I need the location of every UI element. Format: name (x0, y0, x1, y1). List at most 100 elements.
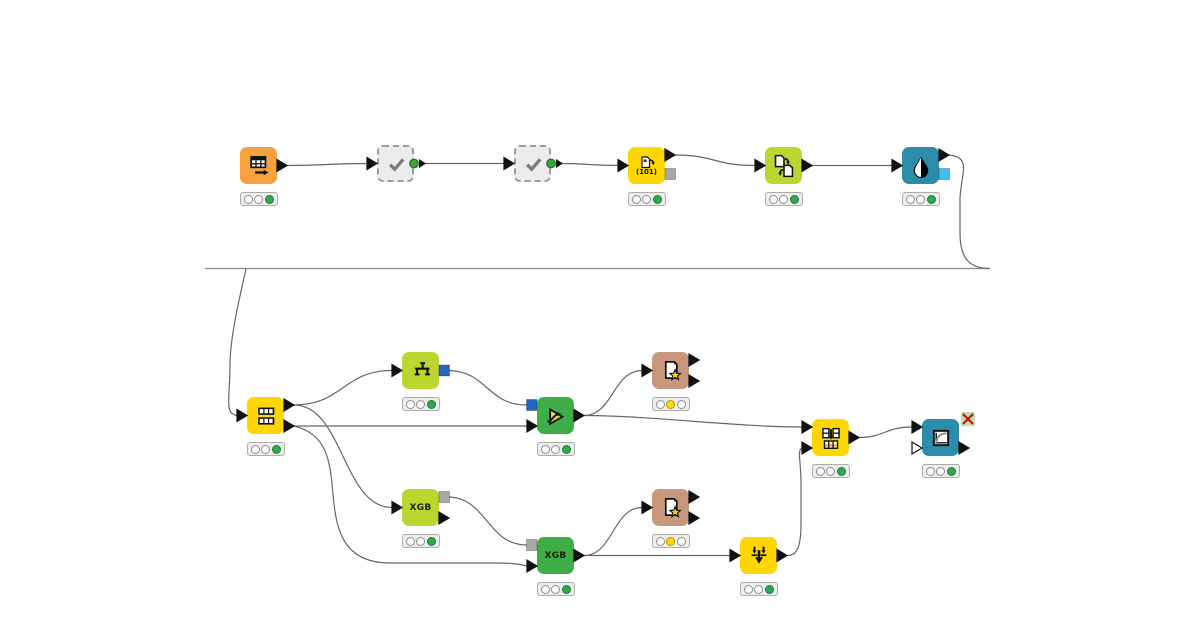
status-traffic-light (764, 192, 803, 206)
model-output-port[interactable] (938, 168, 950, 180)
output-port[interactable] (664, 147, 677, 163)
connection-wire-dtpredictor-to-scorer1[interactable] (583, 369, 643, 417)
output-port[interactable] (283, 418, 296, 434)
connection-wire-divider-to-partitioning[interactable] (228, 268, 247, 417)
status-lamp (416, 536, 425, 546)
model-input-port[interactable] (526, 399, 538, 411)
connection-wire-partition-to-dtlearner[interactable] (293, 369, 393, 406)
input-port[interactable] (891, 158, 904, 173)
status-traffic-light (536, 582, 575, 596)
table-reader-node[interactable] (240, 147, 277, 184)
model-output-port[interactable] (438, 491, 450, 503)
output-port[interactable] (556, 159, 563, 168)
output-port[interactable] (958, 440, 971, 456)
scorer-node-1[interactable] (652, 352, 689, 389)
connection-wire-reader-to-check1[interactable] (286, 162, 368, 167)
input-port[interactable] (641, 500, 654, 515)
status-traffic-light (246, 442, 285, 456)
concatenate-node[interactable] (812, 419, 849, 456)
status-traffic-light (739, 582, 778, 596)
connection-wire-check2-to-rowfilter[interactable] (561, 162, 619, 167)
connection-wire-xgbpredictor-to-scorer2[interactable] (583, 506, 643, 557)
input-port[interactable] (617, 158, 630, 173)
connection-wire-dtlearner-to-dtpredictor[interactable] (447, 369, 527, 406)
model-output-port[interactable] (664, 168, 676, 180)
output-port[interactable] (283, 397, 296, 413)
connection-wire-partition-to-xgblearner[interactable] (293, 404, 393, 509)
verified-dot[interactable] (546, 158, 556, 169)
tables-icon (253, 403, 279, 429)
concat-icon (818, 425, 844, 451)
output-port[interactable] (573, 408, 586, 423)
status-traffic-light (651, 534, 690, 548)
status-lamp (836, 466, 846, 476)
output-port[interactable] (438, 510, 451, 526)
output-port[interactable] (688, 489, 701, 505)
output-port[interactable] (801, 158, 814, 173)
input-port[interactable] (236, 408, 249, 423)
input-port[interactable] (526, 558, 539, 574)
row-filter-node[interactable]: (101) (628, 147, 665, 184)
output-port[interactable] (938, 147, 951, 163)
output-port[interactable] (848, 430, 861, 445)
status-lamp (946, 466, 956, 476)
connection-wire-sorter-to-concatenate[interactable] (786, 447, 803, 557)
document-transform-node[interactable] (765, 147, 802, 184)
input-port[interactable] (641, 363, 654, 378)
model-output-port[interactable] (438, 364, 450, 377)
input-port[interactable] (911, 419, 924, 435)
connection-wire-concatenate-to-roc[interactable] (857, 426, 913, 439)
connection-wire-rowfilter-to-docsplit[interactable] (673, 154, 756, 167)
checkmark-icon (383, 151, 409, 177)
input-port[interactable] (754, 158, 767, 173)
input-port[interactable] (503, 156, 516, 171)
input-port[interactable] (729, 548, 742, 563)
decision-tree-predictor-node[interactable] (537, 397, 574, 434)
status-lamp (916, 194, 925, 204)
model-input-port[interactable] (526, 539, 538, 551)
sort-arrows-icon (746, 543, 772, 569)
output-port[interactable] (276, 158, 289, 173)
status-lamp (815, 466, 825, 476)
roc-curve-node[interactable] (922, 419, 959, 456)
connection-wire-dtpredictor-to-concatenate[interactable] (583, 414, 803, 428)
input-port[interactable] (911, 440, 924, 456)
verified-dot[interactable] (409, 158, 419, 169)
status-lamp (768, 194, 778, 204)
decision-tree-learner-node[interactable] (402, 352, 439, 389)
status-lamp (405, 536, 415, 546)
status-lamp (652, 194, 662, 204)
status-lamp (936, 466, 945, 476)
input-port[interactable] (801, 419, 814, 435)
status-lamp (779, 194, 788, 204)
input-port[interactable] (801, 440, 814, 456)
output-port[interactable] (776, 548, 789, 563)
output-port[interactable] (688, 352, 701, 368)
xgboost-predictor-node[interactable]: XGB (537, 537, 574, 574)
status-lamp (754, 584, 763, 594)
scorer-node-2[interactable] (652, 489, 689, 526)
connection-wire-normalizer-to-divider[interactable] (948, 154, 991, 270)
xgboost-learner-node[interactable]: XGB (402, 489, 439, 526)
output-port[interactable] (688, 373, 701, 389)
input-port[interactable] (391, 500, 404, 515)
output-port[interactable] (688, 510, 701, 526)
verified-component-2[interactable] (514, 145, 551, 182)
output-port[interactable] (573, 548, 586, 563)
status-lamp (561, 444, 571, 454)
input-port[interactable] (526, 418, 539, 434)
input-port[interactable] (366, 156, 379, 171)
node-label: (101) (635, 168, 657, 176)
doc-star-icon (658, 358, 684, 384)
partitioning-node[interactable] (247, 397, 284, 434)
output-port[interactable] (419, 159, 426, 168)
connection-wire-xgblearner-to-xgbpredictor[interactable] (447, 496, 527, 546)
normalizer-node[interactable] (902, 147, 939, 184)
sorter-node[interactable] (740, 537, 777, 574)
status-lamp (764, 584, 774, 594)
status-lamp (743, 584, 753, 594)
input-port[interactable] (391, 363, 404, 378)
status-lamp (243, 194, 253, 204)
verified-component-1[interactable] (377, 145, 414, 182)
